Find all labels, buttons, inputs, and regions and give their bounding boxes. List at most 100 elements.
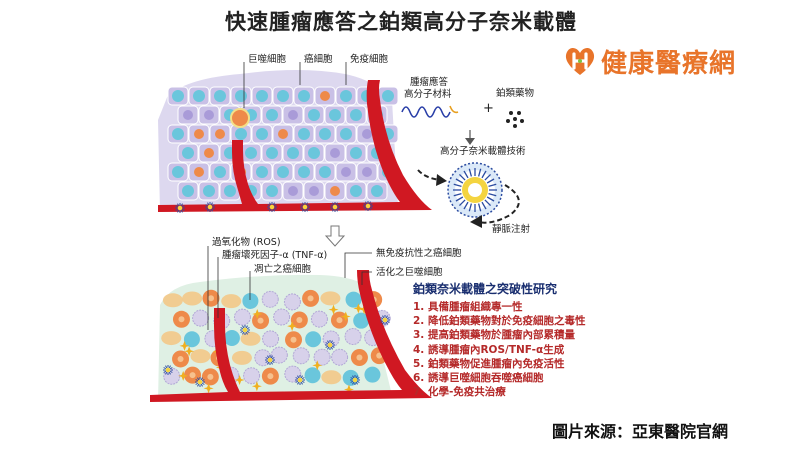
tumor-cell bbox=[162, 293, 183, 308]
tumor-cell bbox=[344, 328, 362, 346]
image-credit: 圖片來源：亞東醫院官網 bbox=[552, 422, 729, 441]
tumor-cell bbox=[190, 349, 211, 364]
tumor-cell bbox=[273, 308, 291, 326]
panel-item: 7. 化學-免疫共治療 bbox=[413, 386, 506, 399]
tumor-cell bbox=[282, 105, 304, 125]
tumor-cell bbox=[261, 105, 283, 125]
tumor-cell bbox=[356, 162, 378, 182]
label-tnf: 腫瘤壞死因子-α (TNF-α) bbox=[222, 250, 328, 261]
tumor-cell bbox=[366, 181, 388, 201]
tumor-cell bbox=[303, 181, 325, 201]
nanoparticle bbox=[300, 202, 310, 212]
tumor-cell bbox=[314, 162, 336, 182]
tumor-cell bbox=[272, 162, 294, 182]
tumor-cell bbox=[209, 162, 231, 182]
tumor-cell bbox=[167, 162, 189, 182]
tumor-cell bbox=[198, 143, 220, 163]
panel-item: 4. 誘導腫瘤內ROS/TNF-α生成 bbox=[413, 343, 565, 356]
tumor-cell bbox=[219, 181, 241, 201]
ros-spark bbox=[340, 311, 351, 322]
label-nano-tech: 高分子奈米載體技術 bbox=[440, 146, 526, 157]
tumor-cell bbox=[293, 86, 315, 106]
tumor-cell bbox=[172, 350, 190, 368]
label-activated-macrophage: 活化之巨噬細胞 bbox=[376, 267, 443, 278]
ros-spark bbox=[328, 304, 339, 315]
tumor-cell bbox=[345, 181, 367, 201]
ros-spark bbox=[251, 381, 262, 392]
tumor-cell bbox=[209, 124, 231, 144]
tumor-cell bbox=[345, 105, 367, 125]
label-ros: 過氧化物 (ROS) bbox=[212, 237, 281, 248]
tumor-cell bbox=[345, 291, 362, 308]
nanoparticle bbox=[175, 203, 185, 213]
tumor-cell bbox=[285, 331, 303, 349]
logo-text: 健康醫療網 bbox=[601, 48, 737, 79]
tumor-cell bbox=[320, 291, 341, 306]
tumor-cell bbox=[324, 105, 346, 125]
platinum-drug-dots bbox=[506, 111, 524, 128]
label-immune-cell: 免疫細胞 bbox=[350, 54, 389, 65]
tumor-cell bbox=[251, 162, 273, 182]
tumor-cell bbox=[345, 143, 367, 163]
tumor-cell bbox=[198, 181, 220, 201]
bottom-tumor-tissue bbox=[158, 274, 392, 402]
tumor-cell bbox=[161, 331, 182, 346]
nanoparticle bbox=[265, 355, 275, 365]
transition-arrow bbox=[324, 225, 346, 247]
tumor-cell bbox=[314, 86, 336, 106]
tumor-cell bbox=[202, 289, 220, 307]
label-polymer-line2: 高分子材料 bbox=[404, 89, 452, 100]
top-tumor-tissue bbox=[158, 70, 399, 212]
tumor-cell bbox=[184, 366, 202, 384]
tumor-cell bbox=[292, 347, 310, 365]
tumor-cell bbox=[324, 143, 346, 163]
tumor-cell bbox=[261, 143, 283, 163]
nanoparticle bbox=[267, 202, 277, 212]
label-platinum-drug: 鉑類藥物 bbox=[496, 88, 535, 99]
tumor-cell bbox=[302, 289, 320, 307]
tumor-cell bbox=[240, 143, 262, 163]
tumor-cell bbox=[188, 86, 210, 106]
tumor-cell bbox=[331, 348, 349, 366]
tumor-cell bbox=[177, 105, 199, 125]
top-blood-vessel bbox=[158, 80, 432, 212]
tumor-cell bbox=[283, 293, 301, 311]
ros-spark bbox=[353, 303, 364, 314]
tumor-cell bbox=[251, 86, 273, 106]
tumor-cell bbox=[310, 310, 328, 328]
nanoparticle bbox=[195, 377, 205, 387]
tumor-cell bbox=[305, 331, 322, 348]
tumor-cell bbox=[182, 291, 203, 306]
panel-title: 鉑類奈米載體之突破性研究 bbox=[413, 282, 558, 296]
panel-item: 6. 誘導巨噬細胞吞噬癌細胞 bbox=[413, 372, 544, 385]
ros-spark bbox=[234, 375, 245, 386]
tumor-cell bbox=[313, 348, 331, 366]
nanoparticle bbox=[330, 202, 340, 212]
tumor-cell bbox=[243, 367, 261, 385]
tumor-cell bbox=[364, 366, 381, 383]
ros-spark bbox=[178, 370, 189, 381]
tumor-cell bbox=[172, 310, 190, 328]
tumor-cell bbox=[272, 124, 294, 144]
tumor-cell bbox=[188, 124, 210, 144]
tumor-cell bbox=[188, 162, 210, 182]
tumor-cell bbox=[201, 368, 219, 386]
tumor-cell bbox=[282, 143, 304, 163]
nanoparticle bbox=[240, 325, 250, 335]
label-cancer-cell: 癌細胞 bbox=[304, 54, 333, 65]
tumor-cell bbox=[303, 105, 325, 125]
bottom-blood-vessel bbox=[150, 270, 432, 402]
tumor-cell bbox=[198, 105, 220, 125]
tumor-cell bbox=[270, 346, 288, 364]
ros-spark bbox=[287, 321, 298, 332]
tumor-cell bbox=[350, 348, 368, 366]
nanoparticle bbox=[205, 202, 215, 212]
nanoparticle bbox=[380, 315, 390, 325]
tumor-cell bbox=[177, 143, 199, 163]
label-polymer-line1: 腫瘤應答 bbox=[410, 77, 449, 88]
tumor-cell bbox=[167, 86, 189, 106]
ros-spark bbox=[252, 309, 263, 320]
tumor-cell bbox=[261, 181, 283, 201]
tumor-cell bbox=[314, 124, 336, 144]
